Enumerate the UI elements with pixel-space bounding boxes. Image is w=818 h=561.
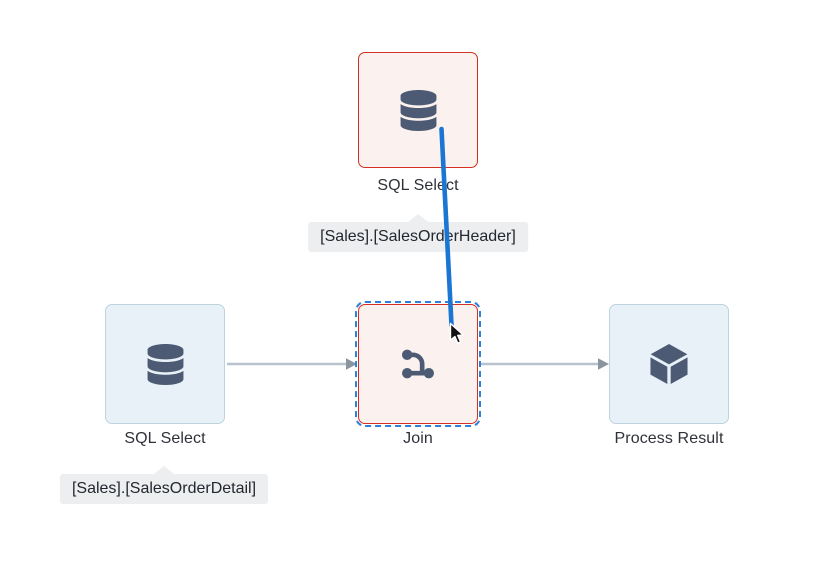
edge-join-to-process[interactable] — [480, 358, 609, 370]
arrowhead-icon — [598, 358, 609, 370]
tooltip-sales-order-detail: [Sales].[SalesOrderDetail] — [59, 466, 269, 504]
database-icon — [400, 89, 436, 131]
node-join[interactable] — [355, 301, 481, 427]
arrowhead-icon — [346, 358, 357, 370]
node-label-join: Join — [403, 430, 433, 447]
node-process-result[interactable] — [609, 304, 729, 424]
cube-icon — [650, 344, 688, 384]
node-label-process-result: Process Result — [614, 430, 724, 447]
node-sql-select-detail[interactable] — [105, 304, 225, 424]
node-label-sql-select-detail: SQL Select — [124, 430, 206, 447]
node-sql-select-header[interactable] — [358, 52, 478, 168]
database-icon — [147, 343, 183, 385]
join-icon — [402, 349, 434, 379]
edge-sqlselect-to-join[interactable] — [227, 358, 357, 370]
tooltip-sales-order-header: [Sales].[SalesOrderHeader] — [308, 214, 528, 252]
node-label-sql-select-header: SQL Select — [377, 177, 459, 194]
